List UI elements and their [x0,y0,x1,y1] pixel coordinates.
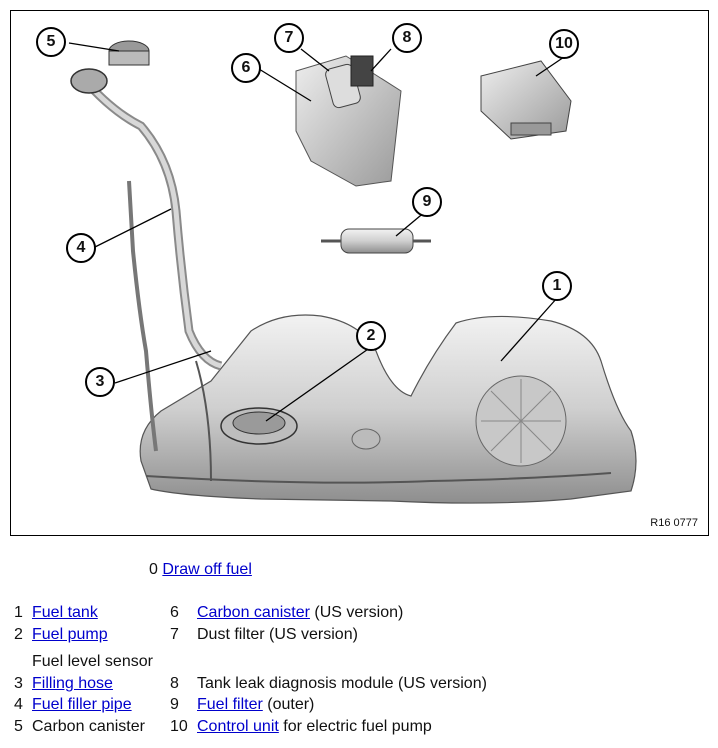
legend-item-9: 9 Fuel filter (outer) [170,696,314,714]
carbon-canister-link[interactable]: Carbon canister [197,604,310,621]
legend-number: 6 [170,604,179,621]
legend-item-8: 8 Tank leak diagnosis module (US version) [170,675,487,693]
fuel-tank-drawing [139,314,637,504]
control-unit-drawing [480,60,572,140]
legend-item-5: 5 Carbon canister [14,718,145,736]
carbon-canister-6-drawing [295,55,402,187]
legend-number: 3 [14,675,23,692]
legend-item-fuel-level-sensor: Fuel level sensor [32,653,153,671]
callout-10: 10 [549,29,579,59]
callout-3: 3 [85,367,115,397]
callout-7: 7 [274,23,304,53]
figure-code: R16 0777 [650,517,698,529]
fuel-tank-link[interactable]: Fuel tank [32,604,98,621]
legend-item-1: 1 Fuel tank [14,604,98,622]
callout-4: 4 [66,233,96,263]
diagram-artwork [68,40,637,504]
legend-number: 5 [14,718,23,735]
legend-text: (US version) [314,604,404,621]
legend-number: 1 [14,604,23,621]
legend-number: 9 [170,696,179,713]
callout-1: 1 [542,271,572,301]
callout-2: 2 [356,321,386,351]
legend-text: Tank leak diagnosis module (US version) [197,675,487,692]
legend-text: Fuel level sensor [32,653,153,670]
legend-number: 2 [14,626,23,643]
draw-off-row: 0 Draw off fuel [149,561,252,579]
draw-off-fuel-link[interactable]: Draw off fuel [162,561,252,578]
draw-off-number: 0 [149,561,158,578]
fuel-filter-drawing [321,228,431,254]
legend-item-2: 2 Fuel pump [14,626,108,644]
legend-number: 8 [170,675,179,692]
legend-item-3: 3 Filling hose [14,675,113,693]
callout-9: 9 [412,187,442,217]
fuel-filter-link[interactable]: Fuel filter [197,696,263,713]
filler-pipe-drawing [70,68,223,482]
fuel-system-diagram: 1 2 3 4 5 6 7 8 9 10 R16 0777 [10,10,709,536]
legend-text: (outer) [267,696,315,713]
legend-text: Carbon canister [32,718,145,735]
legend-item-4: 4 Fuel filler pipe [14,696,132,714]
callout-6: 6 [231,53,261,83]
legend-text: for electric fuel pump [283,718,432,735]
filling-hose-link[interactable]: Filling hose [32,675,113,692]
fuel-filler-pipe-link[interactable]: Fuel filler pipe [32,696,132,713]
legend-number: 7 [170,626,179,643]
legend-item-10: 10 Control unit for electric fuel pump [170,718,432,736]
legend-number: 10 [170,718,188,735]
callout-8: 8 [392,23,422,53]
legend-item-7: 7 Dust filter (US version) [170,626,358,644]
legend-number: 4 [14,696,23,713]
legend-item-6: 6 Carbon canister (US version) [170,604,403,622]
control-unit-link[interactable]: Control unit [197,718,279,735]
fuel-pump-link[interactable]: Fuel pump [32,626,108,643]
carbon-canister-5-drawing [108,40,150,66]
legend-text: Dust filter (US version) [197,626,358,643]
callout-5: 5 [36,27,66,57]
